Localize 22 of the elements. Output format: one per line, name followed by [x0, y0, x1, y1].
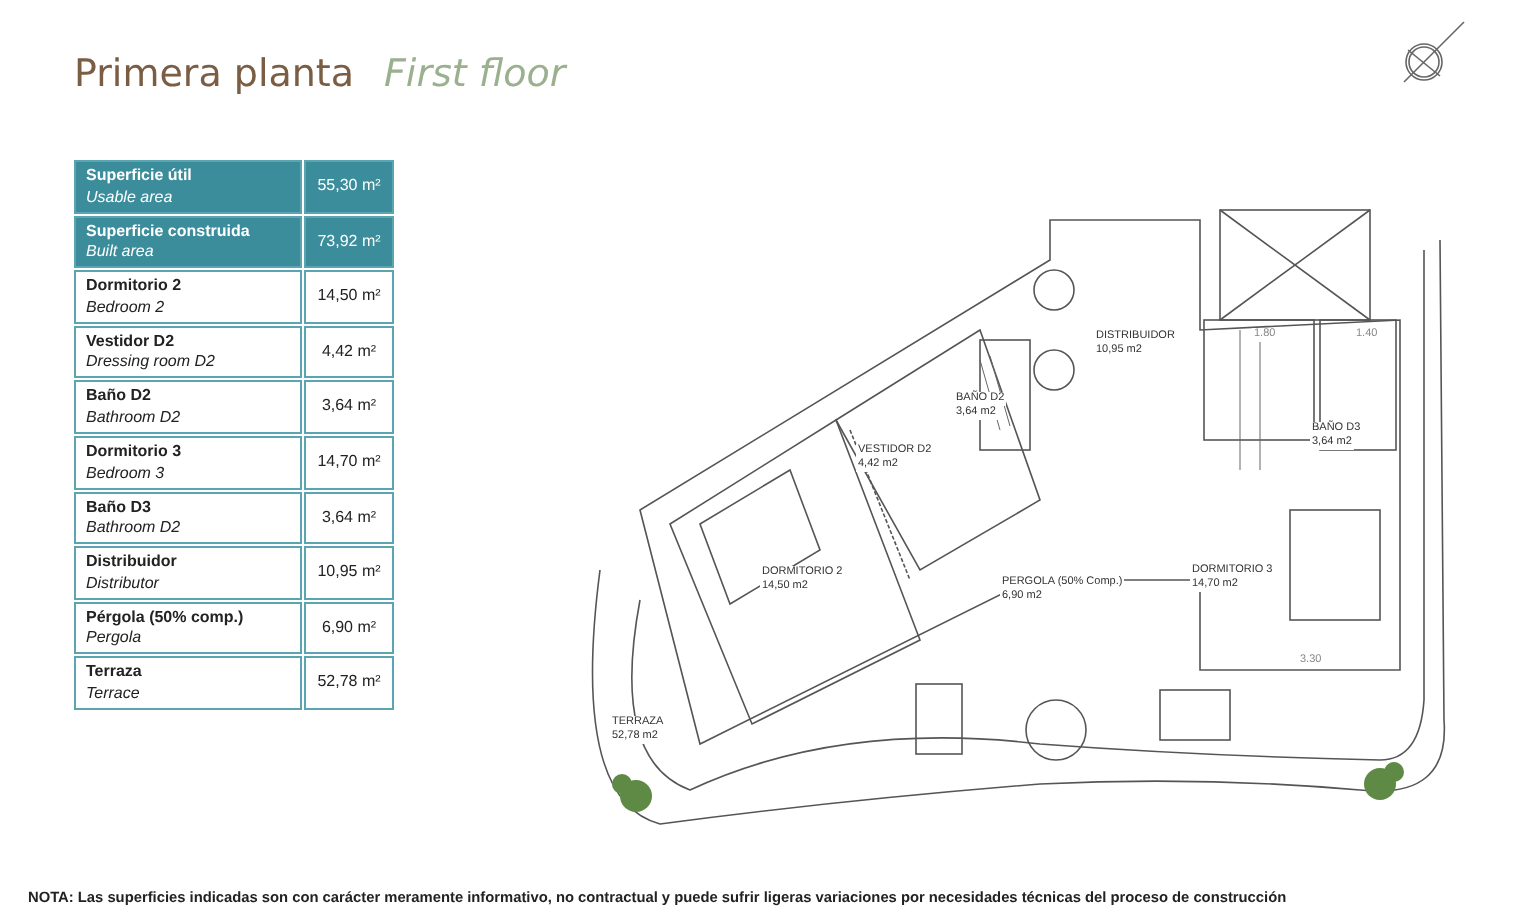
table-cell: Superficie útil Usable area: [74, 160, 302, 214]
table-cell: Distribuidor Distributor: [74, 546, 302, 600]
table-cell: 4,42 m²: [304, 325, 394, 379]
table-cell: 14,70 m²: [304, 436, 394, 490]
table-cell: 10,95 m²: [304, 546, 394, 600]
table-cell: Baño D2 Bathroom D2: [74, 380, 302, 434]
table-cell: 3,64 m²: [304, 380, 394, 434]
table-cell: Dormitorio 3 Bedroom 3: [74, 436, 302, 490]
table-cell: Baño D3 Bathroom D2: [74, 491, 302, 545]
table-cell: 14,50 m²: [304, 270, 394, 324]
table-cell: 6,90 m²: [304, 601, 394, 655]
table-cell: Superficie construida Built area: [74, 215, 302, 269]
table-cell: 55,30 m²: [304, 160, 394, 214]
page-subtitle: First floor: [384, 52, 566, 96]
table-cell: 52,78 m²: [304, 656, 394, 710]
table-cell: 3,64 m²: [304, 491, 394, 545]
table-cell: Vestidor D2 Dressing room D2: [74, 325, 302, 379]
table-cell: Terraza Terrace: [74, 656, 302, 710]
table-cell: 73,92 m²: [304, 215, 394, 269]
table-cell: Dormitorio 2 Bedroom 2: [74, 270, 302, 324]
table-cell: Pérgola (50% comp.) Pergola: [74, 601, 302, 655]
page-title: Primera planta: [74, 52, 355, 96]
